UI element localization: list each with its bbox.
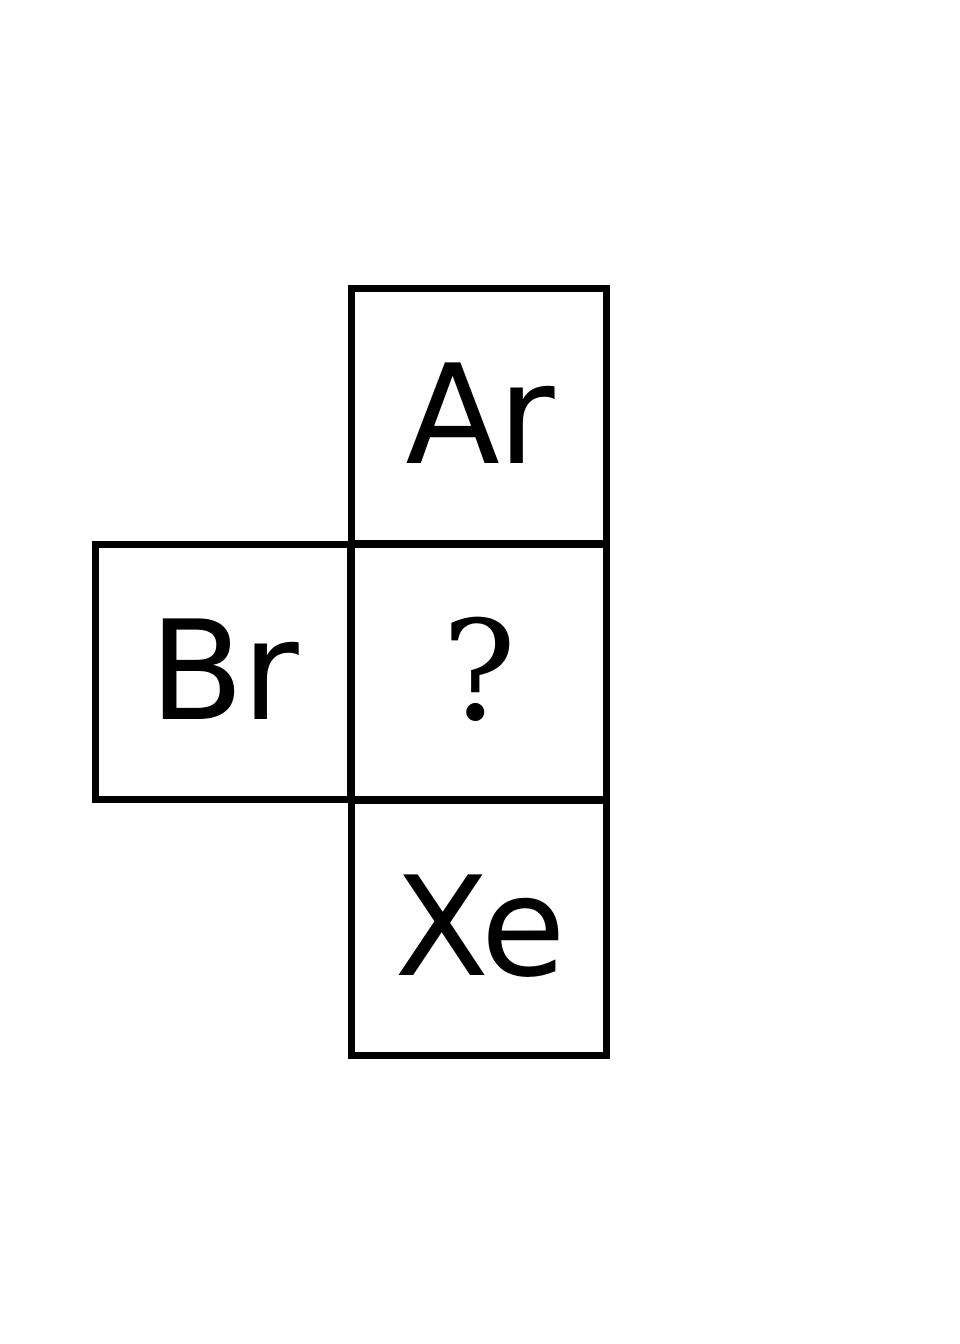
cell-xenon: Xe: [348, 797, 610, 1059]
element-symbol-argon: Ar: [405, 335, 554, 496]
element-symbol-xenon: Xe: [394, 847, 565, 1008]
element-symbol-bromine: Br: [149, 591, 298, 752]
question-mark: ?: [442, 591, 516, 752]
cell-argon: Ar: [348, 285, 610, 547]
cell-unknown: ?: [348, 541, 610, 803]
cell-bromine: Br: [92, 541, 354, 803]
